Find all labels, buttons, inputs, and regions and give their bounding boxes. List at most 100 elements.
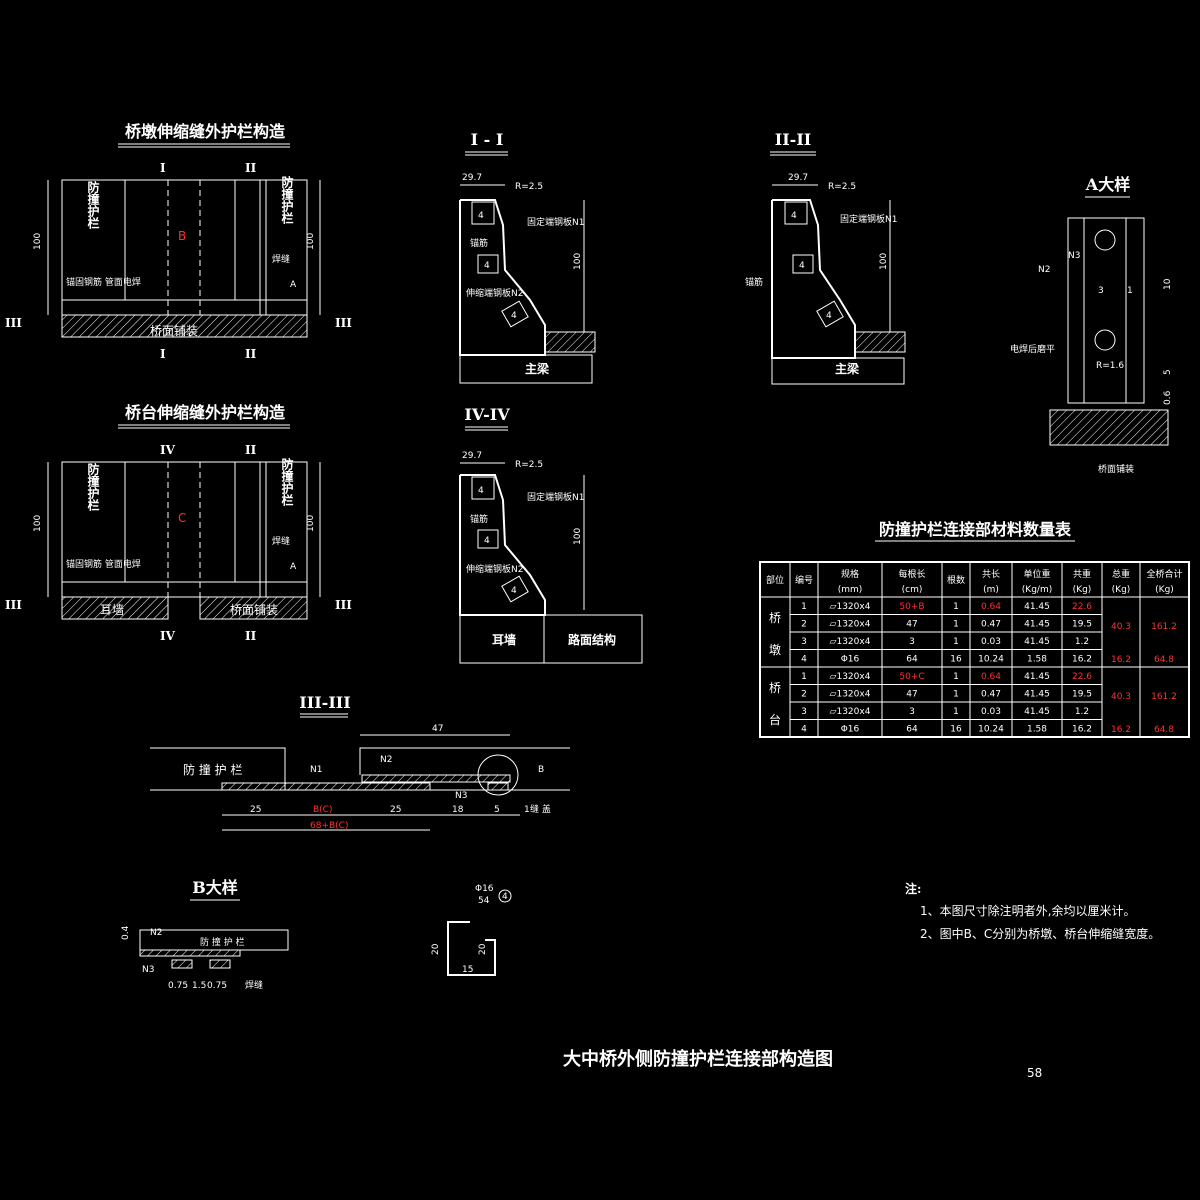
mark-a: A	[290, 280, 297, 290]
abutment-plan-title: 桥台伸缩缝外护栏构造	[125, 403, 286, 422]
deck-label: 桥面铺装	[150, 324, 198, 338]
abutment-plan: 桥台伸缩缝外护栏构造 耳墙 桥面铺装 防撞护栏 防撞护栏 锚固钢筋 管面电焊 焊…	[5, 403, 352, 643]
table-cell: 22.6	[1072, 602, 1092, 612]
circle4-4a: 4	[478, 486, 484, 496]
table-cell: 41.45	[1024, 620, 1050, 630]
rebar-20a: 20	[431, 943, 441, 955]
table-cell: 2	[801, 690, 807, 700]
rebar-20b: 20	[478, 943, 488, 955]
dim-5-a: 5	[1163, 369, 1173, 375]
dim-5: 5	[494, 805, 500, 815]
table-cell: Φ16	[841, 655, 860, 665]
n2-a: N2	[1038, 265, 1050, 275]
exp-plate-1: 伸缩端钢板N2	[466, 287, 523, 299]
table-cell: ▱1320x4	[830, 672, 871, 682]
table-cell: 16.2	[1072, 655, 1092, 665]
table-cell: 1	[801, 602, 807, 612]
fixed-plate-2: 固定端钢板N1	[840, 213, 897, 225]
table-cell: 1	[801, 672, 807, 682]
radius-a: R=1.6	[1096, 361, 1124, 371]
table-title: 防撞护栏连接部材料数量表	[879, 520, 1072, 539]
sec-i-bottom: I	[160, 347, 166, 361]
table-cell: 22.6	[1072, 672, 1092, 682]
sec-i-top: I	[160, 161, 166, 175]
n2-label: N2	[380, 755, 392, 765]
section-ii-title: II-II	[775, 130, 812, 149]
table-cell: ▱1320x4	[830, 637, 871, 647]
mark-a-2: A	[290, 562, 297, 572]
table-cell: 41.45	[1024, 602, 1050, 612]
main-beam-1: 主梁	[525, 361, 549, 376]
table-cell: 19.5	[1072, 620, 1092, 630]
table-cell: 41.45	[1024, 707, 1050, 717]
pavement-iv: 路面结构	[568, 632, 616, 647]
notes-head: 注:	[905, 881, 921, 896]
table-header: 根数	[947, 574, 965, 586]
table-cell: 1.58	[1027, 655, 1047, 665]
pier-plan-title: 桥墩伸缩缝外护栏构造	[125, 122, 286, 141]
section-iii-iii: III-III 防 撞 护 栏 N1 N2 N3 B 缝 盖 47 25 B(C…	[150, 693, 570, 831]
dim-100-s2: 100	[879, 253, 889, 270]
circle4-4c: 4	[511, 586, 517, 596]
deck-label-2: 桥面铺装	[230, 603, 278, 617]
total-g1-bar-all: 64.8	[1154, 655, 1174, 665]
dim-25b: 25	[390, 805, 401, 815]
table-header-unit: (Kg/m)	[1022, 585, 1052, 595]
table-cell: 41.45	[1024, 690, 1050, 700]
n3-b: N3	[142, 965, 154, 975]
total-g1-all: 161.2	[1151, 622, 1177, 632]
b-label: B	[538, 765, 544, 775]
exp-plate-4: 伸缩端钢板N2	[466, 563, 523, 575]
n2-b: N2	[150, 928, 162, 938]
section-ii-ii: II-II 主梁 4 4 4 29.7 R=2.5 固定端钢板N1 锚筋 100	[745, 130, 906, 385]
anchor-1: 锚筋	[470, 237, 488, 249]
sec-ii-top-2: II	[245, 443, 257, 457]
table-cell: 16	[950, 725, 962, 735]
table-header: 每根长	[898, 568, 925, 580]
rebar-15: 15	[462, 965, 473, 975]
earwall-iv: 耳墙	[492, 632, 516, 647]
guardrail-label-2: 防撞护栏	[86, 462, 100, 512]
total-g2-bar: 16.2	[1111, 725, 1131, 735]
table-cell: 47	[906, 620, 917, 630]
dim-100-right: 100	[306, 233, 316, 250]
table-cell: 0.64	[981, 602, 1001, 612]
section-iv-title: IV-IV	[464, 405, 510, 424]
table-cell: 10.24	[978, 655, 1004, 665]
fixed-plate-1: 固定端钢板N1	[527, 216, 584, 228]
dim-075a-b: 0.75	[168, 981, 188, 991]
main-title: 大中桥外侧防撞护栏连接部构造图	[563, 1048, 833, 1070]
dim-04-b: 0.4	[121, 925, 131, 940]
weld-a: 电焊后磨平	[1010, 343, 1055, 355]
total-g2-bar-all: 64.8	[1154, 725, 1174, 735]
dim-1-a: 1	[1127, 286, 1133, 296]
dim-10-a: 10	[1163, 278, 1173, 290]
dim-15-b: 1.5	[192, 981, 206, 991]
total-g1-bar: 16.2	[1111, 655, 1131, 665]
weld-label: 焊缝	[272, 253, 290, 265]
table-cell: ▱1320x4	[830, 602, 871, 612]
section-i-title: I - I	[471, 130, 504, 149]
table-cell: 19.5	[1072, 690, 1092, 700]
sec-ii-bottom-2: II	[245, 629, 257, 643]
sec-iv-bottom: IV	[160, 629, 176, 643]
fixed-plate-4: 固定端钢板N1	[527, 491, 584, 503]
table-cell: 1	[953, 707, 959, 717]
dim-1: 1	[524, 805, 530, 815]
dim-bc: B(C)	[313, 805, 332, 815]
table-cell: 1	[953, 637, 959, 647]
table-cell: 64	[906, 725, 918, 735]
sec-iii-left: III	[5, 316, 22, 330]
earwall-label: 耳墙	[100, 603, 124, 617]
circle4-2b: 4	[799, 261, 805, 271]
note-1: 1、本图尺寸除注明者外,余均以厘米计。	[920, 903, 1135, 918]
sec-iii-right: III	[335, 316, 352, 330]
total-g2-all: 161.2	[1151, 692, 1177, 702]
table-header-unit: (Kg)	[1073, 585, 1092, 595]
group-abutment: 台	[769, 712, 781, 727]
group-pier: 桥	[769, 611, 781, 625]
radius-2: R=2.5	[828, 182, 856, 192]
circle4-4b: 4	[484, 536, 490, 546]
sec-iii-right-2: III	[335, 598, 352, 612]
group-abutment: 桥	[769, 681, 781, 695]
